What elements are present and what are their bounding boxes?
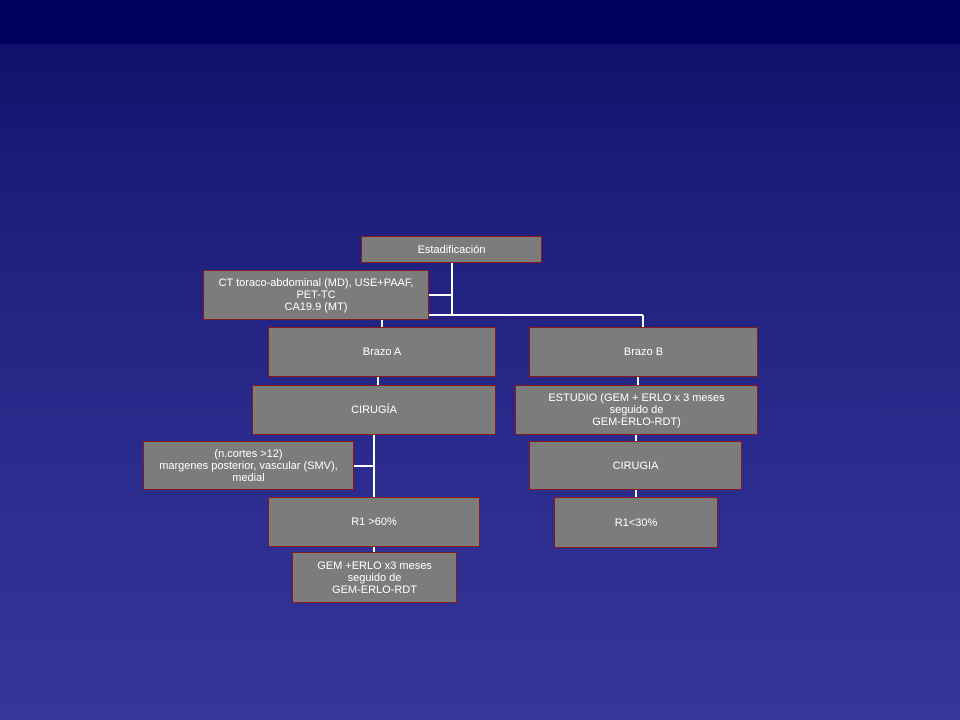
node-surgery-b: CIRUGIA <box>529 441 742 490</box>
node-surgery-a-note: (n.cortes >12) margenes posterior, vascu… <box>143 441 354 490</box>
node-adjuvant-a: GEM +ERLO x3 meses seguido de GEM-ERLO-R… <box>292 552 457 603</box>
node-arm-b: Brazo B <box>529 327 758 377</box>
node-staging-note: CT toraco-abdominal (MD), USE+PAAF, PET-… <box>203 270 429 320</box>
header-bar <box>0 0 960 44</box>
node-arm-a: Brazo A <box>268 327 496 377</box>
node-surgery-a: CIRUGÍA <box>252 385 496 435</box>
node-r1-b: R1<30% <box>554 497 718 548</box>
node-study-b: ESTUDIO (GEM + ERLO x 3 meses seguido de… <box>515 385 758 435</box>
node-r1-a: R1 >60% <box>268 497 480 547</box>
node-staging: Estadificación <box>361 236 542 263</box>
